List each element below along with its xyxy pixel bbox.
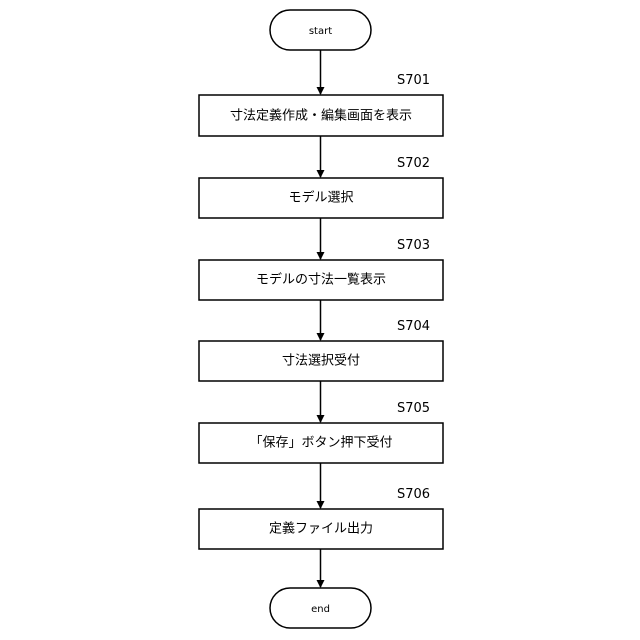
step-id-s704: S704 — [397, 319, 430, 334]
step-id-s706: S706 — [397, 487, 430, 502]
end-terminal: end — [270, 588, 371, 628]
step-label-s701: 寸法定義作成・編集画面を表示 — [230, 108, 412, 124]
step-id-s703: S703 — [397, 238, 430, 253]
step-id-s705: S705 — [397, 401, 430, 416]
end-label: end — [311, 604, 330, 615]
step-label-s702: モデル選択 — [288, 190, 353, 206]
step-label-s705: 「保存」ボタン押下受付 — [249, 436, 392, 451]
start-terminal: start — [270, 10, 371, 50]
start-label: start — [309, 26, 332, 37]
step-id-s702: S702 — [397, 156, 430, 171]
step-label-s703: モデルの寸法一覧表示 — [256, 272, 386, 288]
step-id-s701: S701 — [397, 73, 430, 88]
step-label-s704: 寸法選択受付 — [282, 354, 360, 369]
step-label-s706: 定義ファイル出力 — [269, 521, 373, 537]
